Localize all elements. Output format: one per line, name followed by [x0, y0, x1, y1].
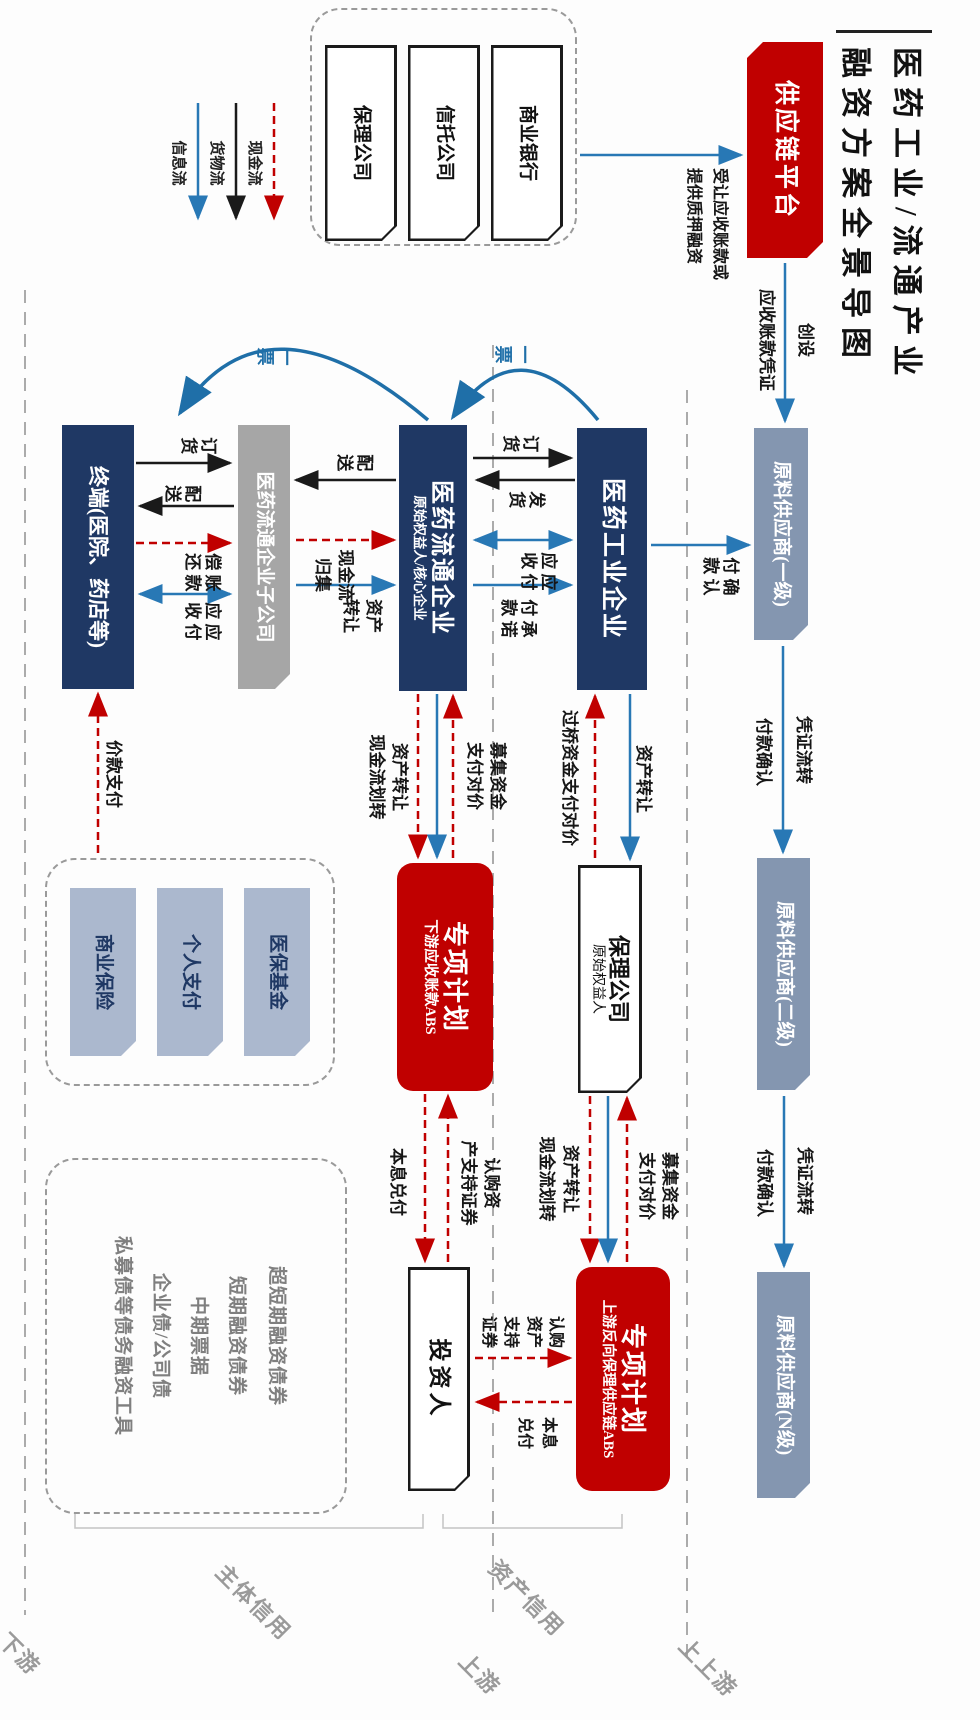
node-label: 信托公司	[433, 104, 455, 181]
legend-arrows	[188, 103, 284, 221]
edge-asset-transfer-abs1: 资产转让	[390, 743, 409, 811]
node-abs-upstream: 专项计划 上游反向保理供应链ABS	[576, 1267, 670, 1491]
node-supplier-tier2: 原料供应商(二级)	[757, 858, 810, 1090]
node-commercial-bank: 商业银行	[491, 45, 563, 241]
bond-mtn: 中期票据	[188, 1295, 209, 1376]
edge-deliver-terminal: 配送	[162, 482, 202, 502]
edge-payment-commitment: 付款 承诺	[498, 596, 538, 637]
edge-subscribe-abs1: 认购资 产支持证券	[459, 1140, 501, 1226]
edge-payment-confirm-industry: 付款 确认	[700, 554, 740, 595]
edge-raise-pay-downstream: 募集资金 支付对价	[465, 742, 507, 810]
edge-cash-transfer-abs1: 现金流划转	[367, 734, 386, 820]
node-terminal: 终端(医院、药店等)	[62, 425, 134, 689]
edge-create-cert-1: 创设	[796, 323, 815, 357]
edge-ar-ap-terminal: 应收 应付	[182, 599, 222, 640]
node-label: 保理公司	[350, 104, 372, 181]
edge-bridge-funds: 过桥资金支付对价	[560, 710, 579, 846]
edge-create-cert-2: 应收账款凭证	[757, 289, 776, 391]
edge-ship-goods: 发货	[506, 488, 546, 508]
node-sublabel: 上游反向保理供应链ABS	[600, 1299, 617, 1459]
edge-deliver-subsidiary: 配送	[334, 451, 374, 471]
cash-arrows	[88, 530, 637, 1412]
node-content: 保理公司 原始权益人	[578, 865, 642, 1093]
bond-private-placement: 私募债等债务融资工具	[112, 1235, 133, 1436]
edge-one-invoice-upstream: 一票	[492, 343, 534, 364]
edge-price-payment: 价款支付	[104, 740, 123, 808]
bond-ultra-short-cp: 超短期融资债券	[266, 1265, 287, 1406]
node-sublabel: 原始权益人	[590, 944, 606, 1014]
edge-asset-transfer-abs2: 资产转让	[561, 1145, 580, 1213]
node-medical-insurance-fund: 医保基金	[244, 888, 310, 1056]
node-circulation-subsidiary: 医药流通企业子公司	[238, 425, 290, 689]
credit-brackets	[74, 1514, 623, 1529]
node-label: 保理公司	[605, 934, 631, 1023]
node-supplier-tierN: 原料供应商(N级)	[757, 1272, 810, 1498]
edge-accept-ar: 受让应收账款或	[711, 168, 728, 281]
node-abs-downstream: 专项计划 下游应收账款ABS	[397, 863, 493, 1091]
node-label: 商业银行	[516, 104, 538, 181]
node-commercial-insurance: 商业保险	[70, 888, 136, 1056]
bond-corporate: 企业债/公司债	[150, 1272, 171, 1400]
node-label: 医药流通企业	[428, 480, 455, 636]
node-personal-payment: 个人支付	[157, 888, 223, 1056]
edge-ar-ap-circulation: 应收 应付	[518, 549, 558, 590]
edge-pay-confirm-1: 付款确认	[754, 718, 773, 786]
edge-repay-accounts: 偿还 账款	[182, 550, 222, 591]
edge-order-circulation: 订货	[500, 432, 540, 452]
edge-asset-transfer-factoring: 资产转让	[634, 745, 653, 813]
node-pharma-industry: 医药工业企业	[577, 428, 647, 690]
invoice-arcs	[177, 347, 600, 422]
edge-raise-pay-upstream: 募集资金 支付对价	[637, 1152, 679, 1220]
node-sublabel: 下游应收账款ABS	[422, 919, 439, 1035]
edge-principal-interest-abs2: 本息 兑付	[516, 1416, 557, 1449]
legend-goods-flow: 货物流	[208, 140, 224, 186]
info-arrows	[137, 145, 795, 1269]
edge-principal-interest-abs1: 本息兑付	[388, 1148, 407, 1216]
edge-subscribe-abs2: 认购 资产 支持 证券	[479, 1315, 564, 1348]
bond-short-cp: 短期融资债券	[226, 1275, 247, 1396]
node-factoring-company: 保理公司 原始权益人	[578, 865, 642, 1093]
edge-one-invoice-downstream: 一票	[254, 345, 296, 366]
edge-asset-transfer-subsidiary: 资产 转让	[341, 599, 383, 633]
node-supplier-tier1: 原料供应商(一级)	[754, 428, 808, 640]
node-sublabel: 原始权益人/核心企业	[411, 495, 427, 621]
node-label: 投资人	[427, 1338, 453, 1420]
edge-order-terminal: 订货	[178, 434, 218, 454]
edge-cash-transfer-abs2: 现金流划转	[537, 1136, 556, 1222]
node-investor: 投资人	[408, 1267, 470, 1491]
goods-arrows	[136, 448, 575, 516]
node-factoring-funder: 保理公司	[325, 45, 397, 241]
legend-info-flow: 信息流	[170, 140, 186, 186]
edge-pay-confirm-2: 付款确认	[755, 1149, 774, 1217]
node-label: 专项计划	[439, 920, 469, 1033]
edge-cert-flow-1: 凭证流转	[794, 716, 813, 784]
edge-cert-flow-2: 凭证流转	[795, 1147, 814, 1215]
node-supply-chain-platform: 供应链平台	[747, 42, 823, 258]
node-label: 专项计划	[617, 1322, 647, 1435]
legend-cash-flow: 现金流	[246, 140, 262, 186]
edge-pledge-financing: 提供质押融资	[685, 168, 702, 265]
node-pharma-circulation: 医药流通企业 原始权益人/核心企业	[399, 425, 467, 691]
node-trust-company: 信托公司	[408, 45, 480, 241]
